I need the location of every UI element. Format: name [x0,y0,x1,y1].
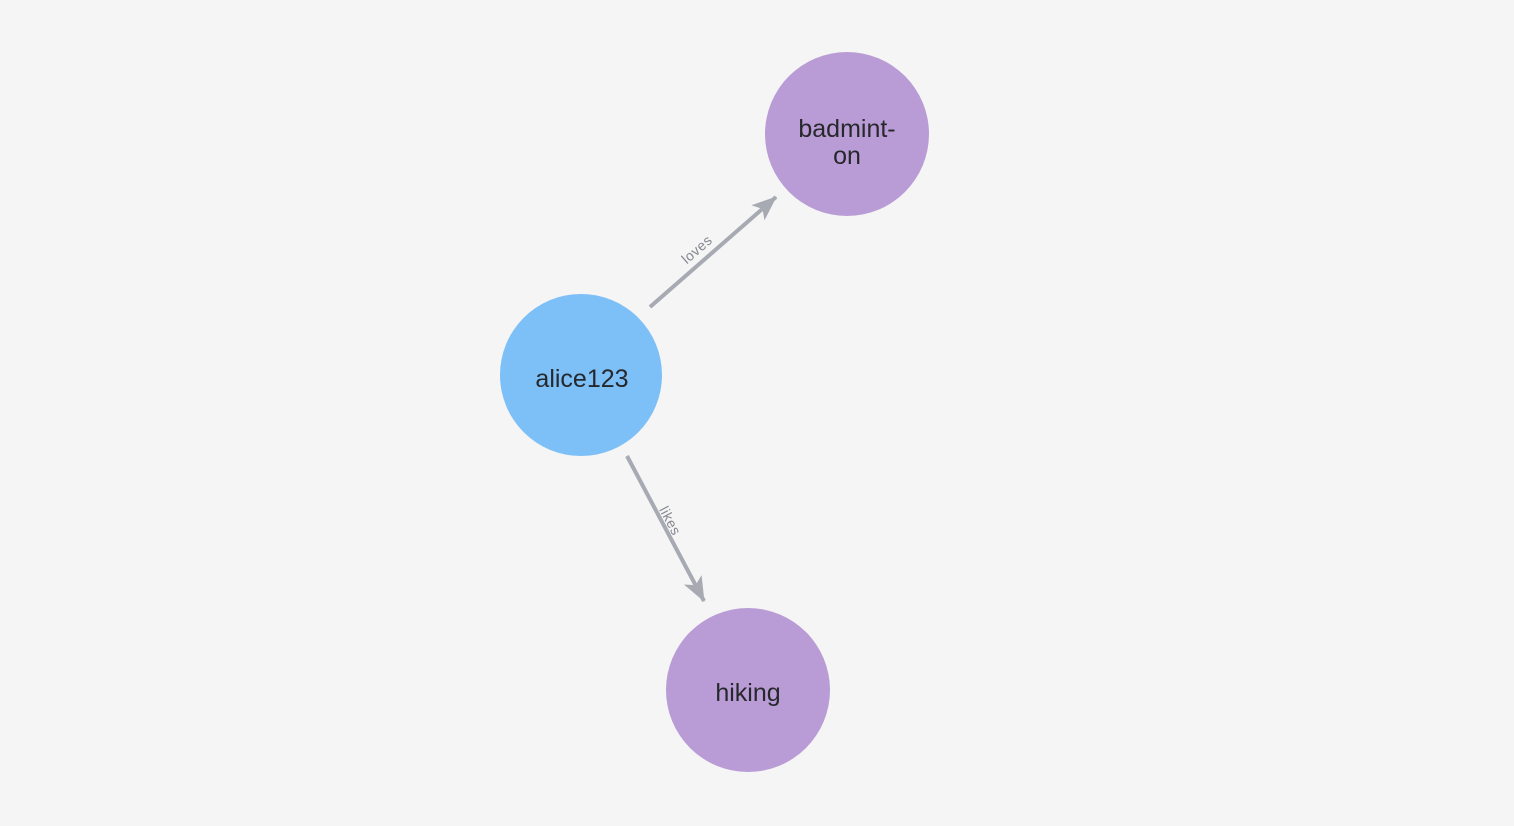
node-label-alice123: alice123 [535,365,628,393]
edge-label-loves: loves [678,232,715,267]
node-badminton[interactable]: badmint- on [765,52,929,216]
node-label-hiking: hiking [715,679,780,707]
edge-line-loves[interactable] [648,195,778,309]
node-circle-hiking[interactable] [666,608,830,772]
edge-alice123-badminton: loves [648,195,778,309]
node-label-badminton-line2: on [833,142,861,170]
node-alice123[interactable]: alice123 [500,294,662,456]
node-label-badminton-line1: badmint- [798,115,895,143]
node-circle-badminton[interactable] [765,52,929,216]
node-hiking[interactable]: hiking [666,608,830,772]
edge-alice123-hiking: likes [625,455,706,602]
edge-line-likes[interactable] [625,455,706,602]
node-circle-alice123[interactable] [500,294,662,456]
